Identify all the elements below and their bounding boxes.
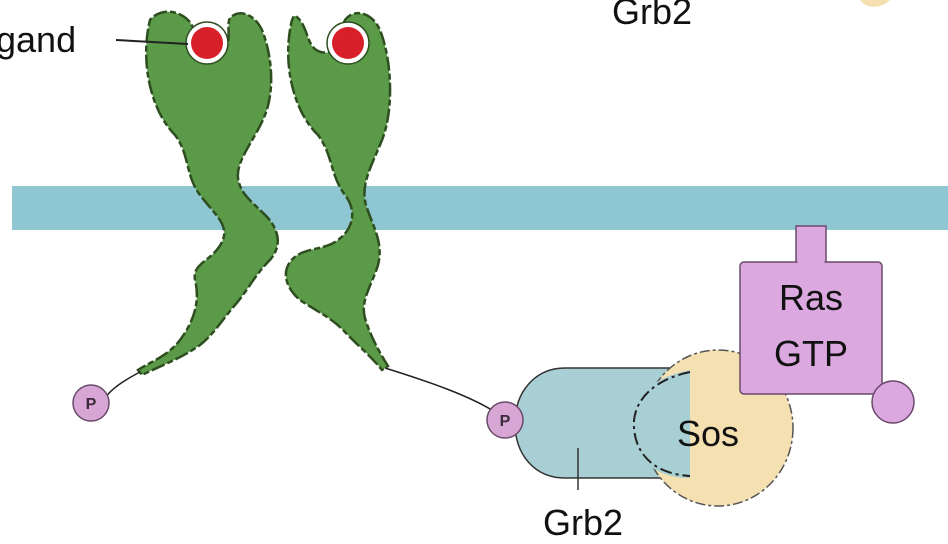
ligand-label: gand bbox=[0, 19, 76, 60]
phosphate-right-label: P bbox=[500, 413, 511, 430]
ras-label: Ras bbox=[779, 277, 843, 318]
ras-stem-cover bbox=[798, 258, 825, 266]
cell-membrane bbox=[12, 186, 948, 230]
partial-shape-top-right bbox=[860, 0, 890, 7]
grb2-top-label: Grb2 bbox=[612, 0, 692, 32]
ligand-left bbox=[191, 27, 223, 59]
gtp-label: GTP bbox=[774, 333, 848, 374]
receptor-right-tail bbox=[385, 368, 495, 412]
receptor-left-tail bbox=[105, 372, 140, 398]
ligand-right bbox=[332, 27, 364, 59]
ras-gtp-knob bbox=[872, 381, 914, 423]
sos-label: Sos bbox=[677, 413, 739, 454]
grb2-bottom-label: Grb2 bbox=[543, 502, 623, 543]
phosphate-left-label: P bbox=[86, 396, 97, 413]
